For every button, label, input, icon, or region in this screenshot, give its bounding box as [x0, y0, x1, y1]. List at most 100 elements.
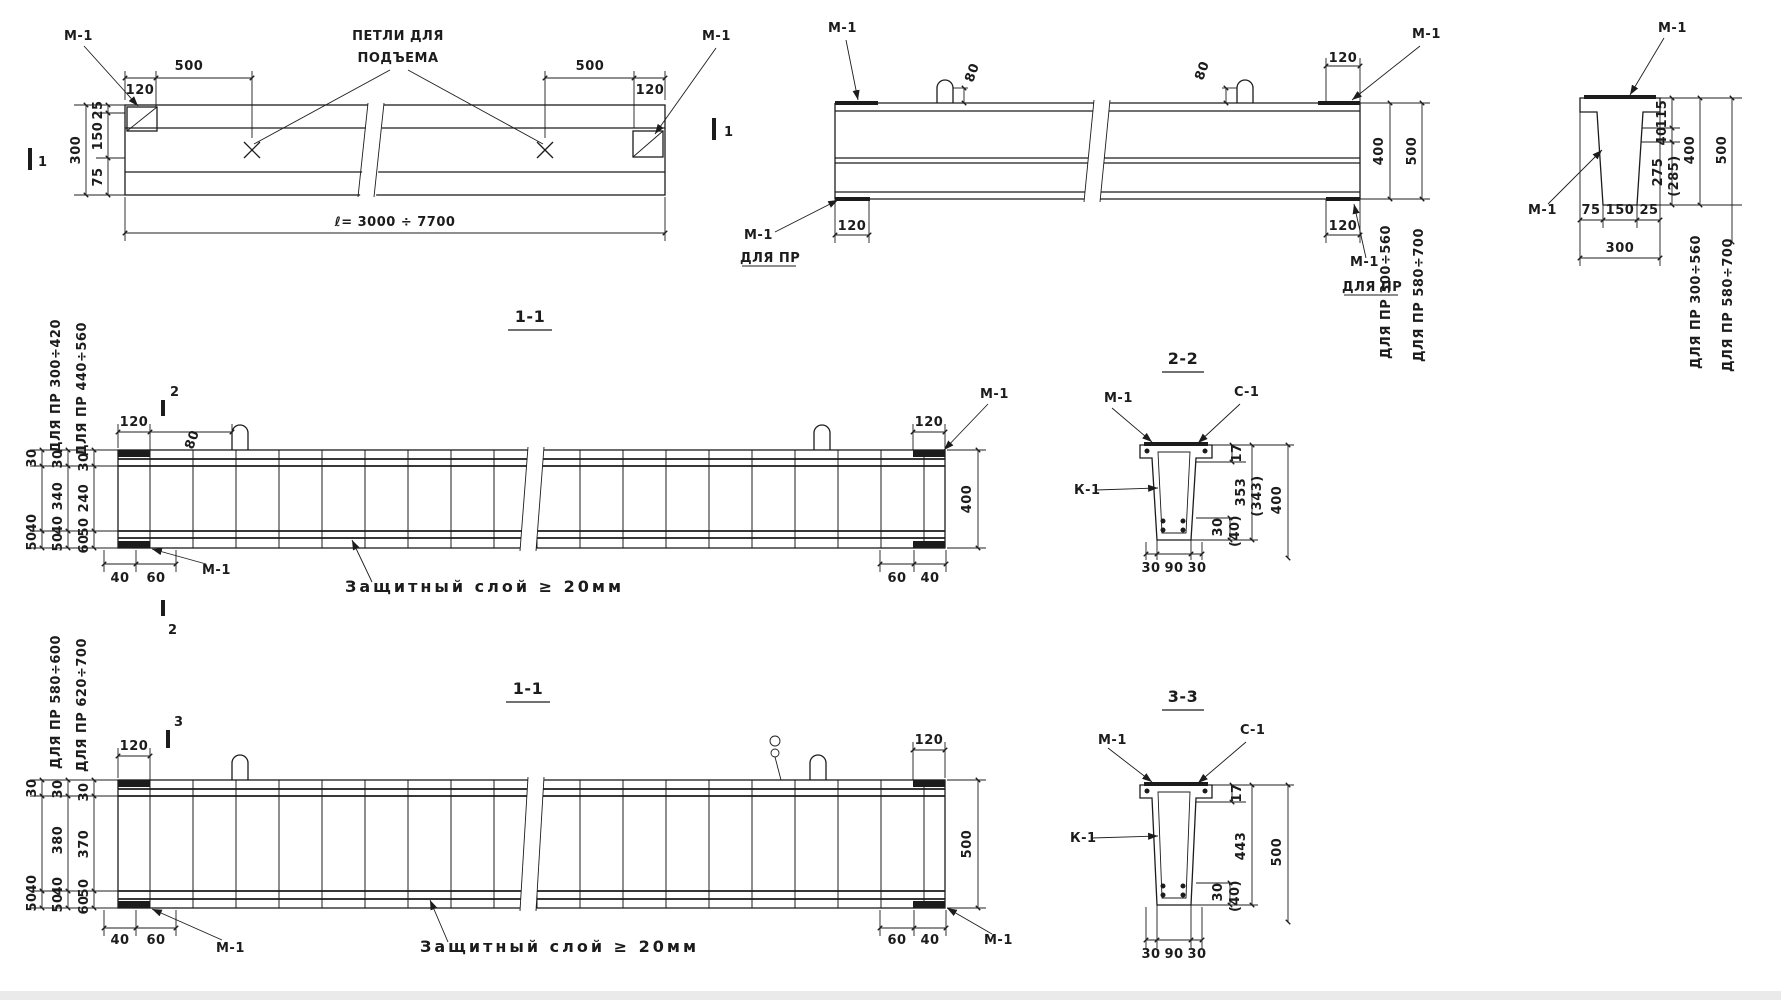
dim-443: 443 [1234, 832, 1249, 861]
section-title: 3-3 [1168, 687, 1198, 706]
dim-30: 30 [1187, 561, 1206, 576]
m1-label: М-1 [1658, 21, 1687, 36]
dim-500: 500 [1270, 838, 1285, 867]
range-label: ДЛЯ ПР 580÷600 [49, 635, 64, 769]
dim-80: 80 [1192, 59, 1213, 82]
dim-120: 120 [838, 219, 867, 234]
m1-label: М-1 [216, 941, 245, 956]
dim-75: 75 [1581, 203, 1600, 218]
dim-285: (285) [1667, 155, 1682, 197]
lifting-loop [809, 754, 827, 780]
k1-label: К-1 [1074, 483, 1101, 498]
length-label: ℓ= 3000 ÷ 7700 [334, 215, 456, 230]
dim-500: 500 [175, 59, 204, 74]
m1-label: М-1 [64, 29, 93, 44]
c1-label: С-1 [1240, 723, 1265, 738]
k1-label: К-1 [1070, 831, 1097, 846]
dim-60: 60 [887, 571, 906, 586]
dim-400: 400 [1270, 486, 1285, 515]
lifting-loop [231, 424, 249, 450]
lifting-loop [813, 424, 831, 450]
section-mark-1: 1 [38, 155, 48, 170]
dim-120: 120 [915, 415, 944, 430]
dim-50: 50 [25, 531, 40, 550]
m1-label: М-1 [1350, 255, 1379, 270]
dim-353: 353 [1234, 478, 1249, 507]
m1-label: М-1 [1528, 203, 1557, 218]
dim-50: 50 [51, 893, 66, 912]
dim-150: 150 [1606, 203, 1635, 218]
range-label: ДЛЯ ПР 300÷560 [1379, 225, 1394, 359]
embedded-plate [118, 780, 150, 787]
dim-30: 30 [77, 452, 92, 471]
embedded-plate [118, 450, 150, 457]
dim-60: 60 [146, 933, 165, 948]
loop-anchor-marks [243, 141, 554, 159]
section-title: 1-1 [513, 679, 543, 698]
dim-30: 30 [77, 782, 92, 801]
dim-50: 50 [51, 532, 66, 551]
dim-240: 240 [77, 484, 92, 513]
m1-label: М-1 [202, 563, 231, 578]
dim-120: 120 [1329, 219, 1358, 234]
m1-label: М-1 [1104, 391, 1133, 406]
dim-30: 30 [1141, 561, 1160, 576]
dim-30: 30 [25, 448, 40, 467]
dim-40: 40 [25, 513, 40, 532]
lifting-loops-label-1: ПЕТЛИ ДЛЯ [352, 29, 444, 44]
range-label: ДЛЯ ПР 440÷560 [75, 322, 90, 456]
elevation-view: М-1 М-1 80 80 120 М-1 ДЛЯ ПР 120 120 М-1… [740, 21, 1440, 362]
dim-340: 340 [51, 482, 66, 511]
dim-50: 50 [25, 892, 40, 911]
c1-label: С-1 [1234, 385, 1259, 400]
dim-300: 300 [1606, 241, 1635, 256]
dim-40: 40 [51, 876, 66, 895]
m1-label: М-1 [984, 933, 1013, 948]
dim-120: 120 [915, 733, 944, 748]
dim-75: 75 [91, 167, 106, 186]
embedded-plate [118, 901, 150, 908]
section-3-3: 3-3 М-1 С-1 К-1 17 443 500 30 (40) 30 90… [1070, 687, 1294, 962]
range-label: ДЛЯ ПР 300÷420 [49, 319, 64, 453]
embedded-plate [118, 541, 150, 548]
dim-120: 120 [126, 83, 155, 98]
embedded-plate [913, 541, 945, 548]
dim-30: 30 [51, 779, 66, 798]
dim-17: 17 [1230, 443, 1245, 462]
position-mark [769, 735, 781, 747]
embedded-plate-right [632, 130, 664, 158]
section-title: 1-1 [515, 307, 545, 326]
section-1-1-bottom: 1-1 3 120 120 500 ДЛЯ ПР [25, 635, 1013, 956]
dim-50: 50 [77, 878, 92, 897]
dim-60: 60 [77, 534, 92, 553]
dim-30: 30 [25, 778, 40, 797]
dim-90: 90 [1164, 947, 1183, 962]
dim-80: 80 [962, 61, 983, 84]
dim-40: 40 [920, 571, 939, 586]
dim-40: 40 [920, 933, 939, 948]
m1-label: М-1 [702, 29, 731, 44]
dim-30: 30 [1141, 947, 1160, 962]
dim-500: 500 [1405, 137, 1420, 166]
section-mark-1: 1 [724, 125, 734, 140]
dim-150: 150 [91, 122, 106, 151]
dim-90: 90 [1164, 561, 1183, 576]
dim-343: (343) [1250, 475, 1265, 517]
dim-400: 400 [1372, 137, 1387, 166]
range-label: ДЛЯ ПР 620÷700 [75, 638, 90, 772]
dim-275: 275 [1651, 158, 1666, 187]
dim-400: 400 [960, 485, 975, 514]
m1-label: М-1 [1098, 733, 1127, 748]
section-1-1-top: 1-1 2 2 120 80 120 М-1 4 [25, 307, 1008, 638]
dlya-pr-label: ДЛЯ ПР [740, 251, 800, 266]
dim-60: 60 [887, 933, 906, 948]
range-label: ДЛЯ ПР 300÷560 [1689, 235, 1704, 369]
break-mask [360, 103, 384, 197]
section-mark-3: 3 [174, 715, 184, 730]
section-mark-2: 2 [168, 623, 178, 638]
dim-40: 40 [110, 571, 129, 586]
dim-115: 115 [1655, 100, 1670, 129]
lifting-loops-label-2: ПОДЪЕМА [357, 51, 438, 66]
dim-17: 17 [1230, 783, 1245, 802]
dim-400: 400 [1683, 136, 1698, 165]
